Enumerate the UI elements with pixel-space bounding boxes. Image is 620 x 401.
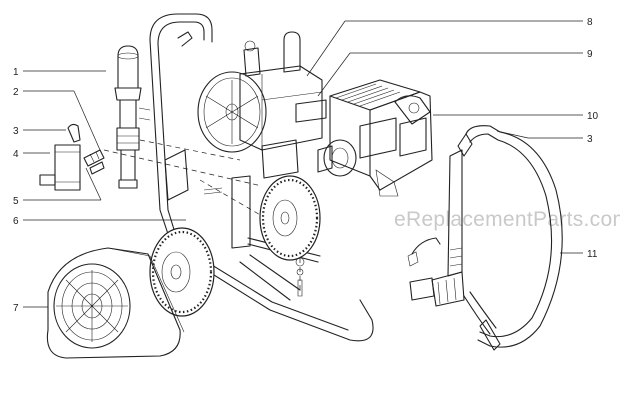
inlet-valve-assembly: [39, 123, 105, 191]
callout-3-left: 3: [13, 126, 19, 137]
watermark-text: eReplacementParts.com: [394, 208, 620, 231]
leader-lines: [23, 20, 583, 308]
wheel-rear: [259, 175, 321, 261]
axle-hardware: [203, 187, 305, 297]
callout-8: 8: [587, 17, 593, 28]
callout-10: 10: [587, 111, 599, 122]
callout-7: 7: [13, 303, 19, 314]
callout-5: 5: [13, 196, 19, 207]
callout-3-right: 3: [587, 134, 593, 145]
callout-11: 11: [587, 249, 598, 260]
callout-9: 9: [587, 49, 593, 60]
belt-guard: [46, 247, 185, 359]
pump-column: [114, 45, 151, 189]
gas-engine: [317, 79, 433, 197]
callout-1: 1: [13, 67, 19, 78]
callout-2: 2: [13, 87, 19, 98]
pump-head-assembly: [197, 31, 327, 179]
siphon-hose-assembly: [407, 125, 563, 351]
callout-6: 6: [13, 216, 19, 227]
wheel-front: [149, 227, 215, 317]
callout-4: 4: [13, 149, 19, 160]
